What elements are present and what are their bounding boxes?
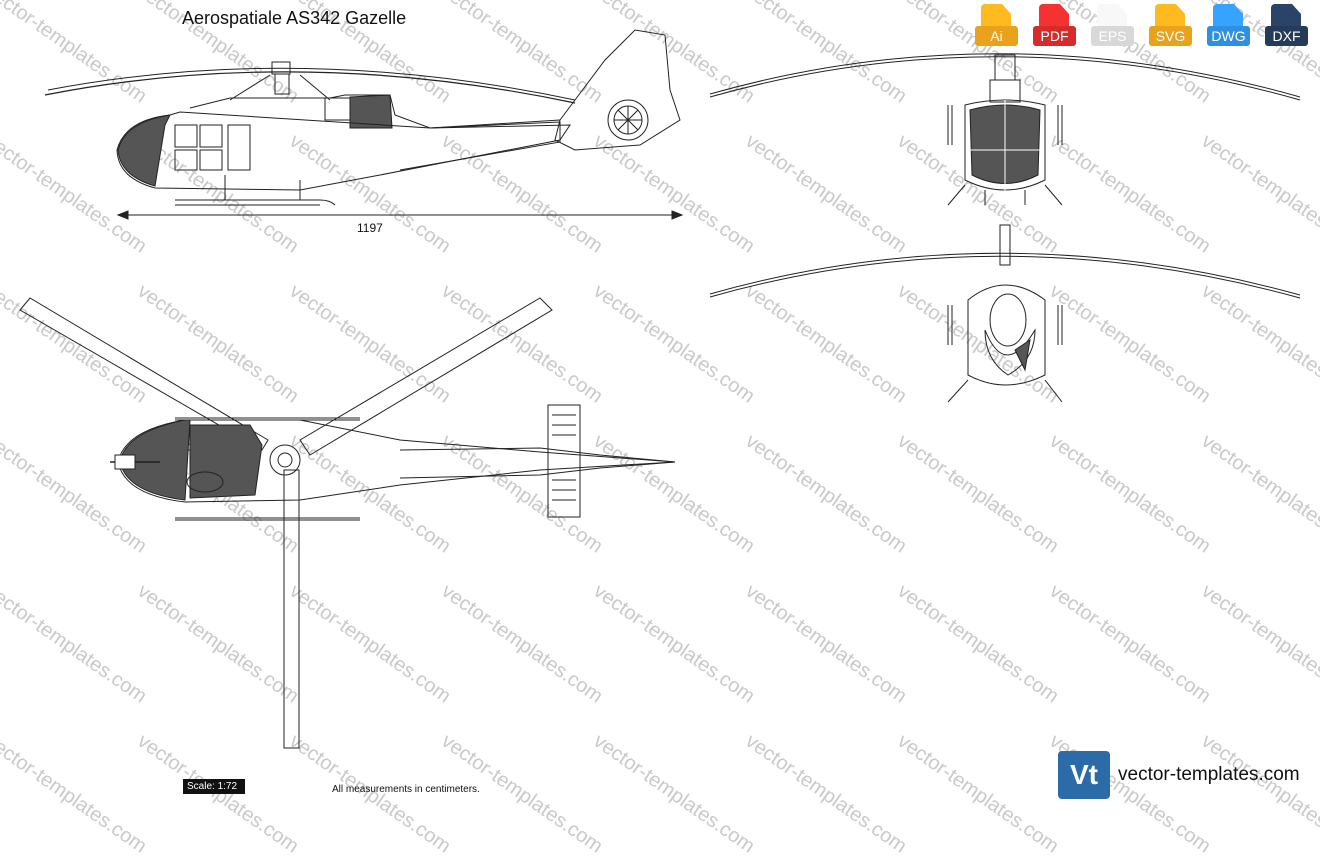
format-label: DWG <box>1207 26 1250 46</box>
side-view <box>44 29 684 220</box>
format-eps-button[interactable]: EPS <box>1087 4 1138 48</box>
scale-badge: Scale: 1:72 <box>183 779 246 794</box>
length-dimension: 1197 <box>357 221 383 235</box>
brand-logo-link[interactable]: Vt vector-templates.com <box>1058 751 1300 799</box>
front-view <box>709 53 1301 206</box>
format-dxf-button[interactable]: DXF <box>1261 4 1312 48</box>
format-dwg-button[interactable]: DWG <box>1203 4 1254 48</box>
format-label: SVG <box>1149 26 1192 46</box>
vt-logo-icon: Vt <box>1058 751 1110 799</box>
format-pdf-button[interactable]: PDF <box>1029 4 1080 48</box>
page-title: Aerospatiale AS342 Gazelle <box>182 8 407 28</box>
format-svg-button[interactable]: SVG <box>1145 4 1196 48</box>
format-label: DXF <box>1265 26 1308 46</box>
top-view <box>19 297 676 749</box>
format-label: Ai <box>975 26 1018 46</box>
format-label: EPS <box>1091 26 1134 46</box>
format-label: PDF <box>1033 26 1076 46</box>
blueprint-drawing <box>19 29 1301 749</box>
format-ai-button[interactable]: Ai <box>971 4 1022 48</box>
rear-view <box>709 224 1301 403</box>
format-downloads: Ai PDF EPS SVG DWG DXF <box>971 4 1312 48</box>
brand-name: vector-templates.com <box>1118 764 1300 785</box>
measurements-note: All measurements in centimeters. <box>332 784 480 795</box>
